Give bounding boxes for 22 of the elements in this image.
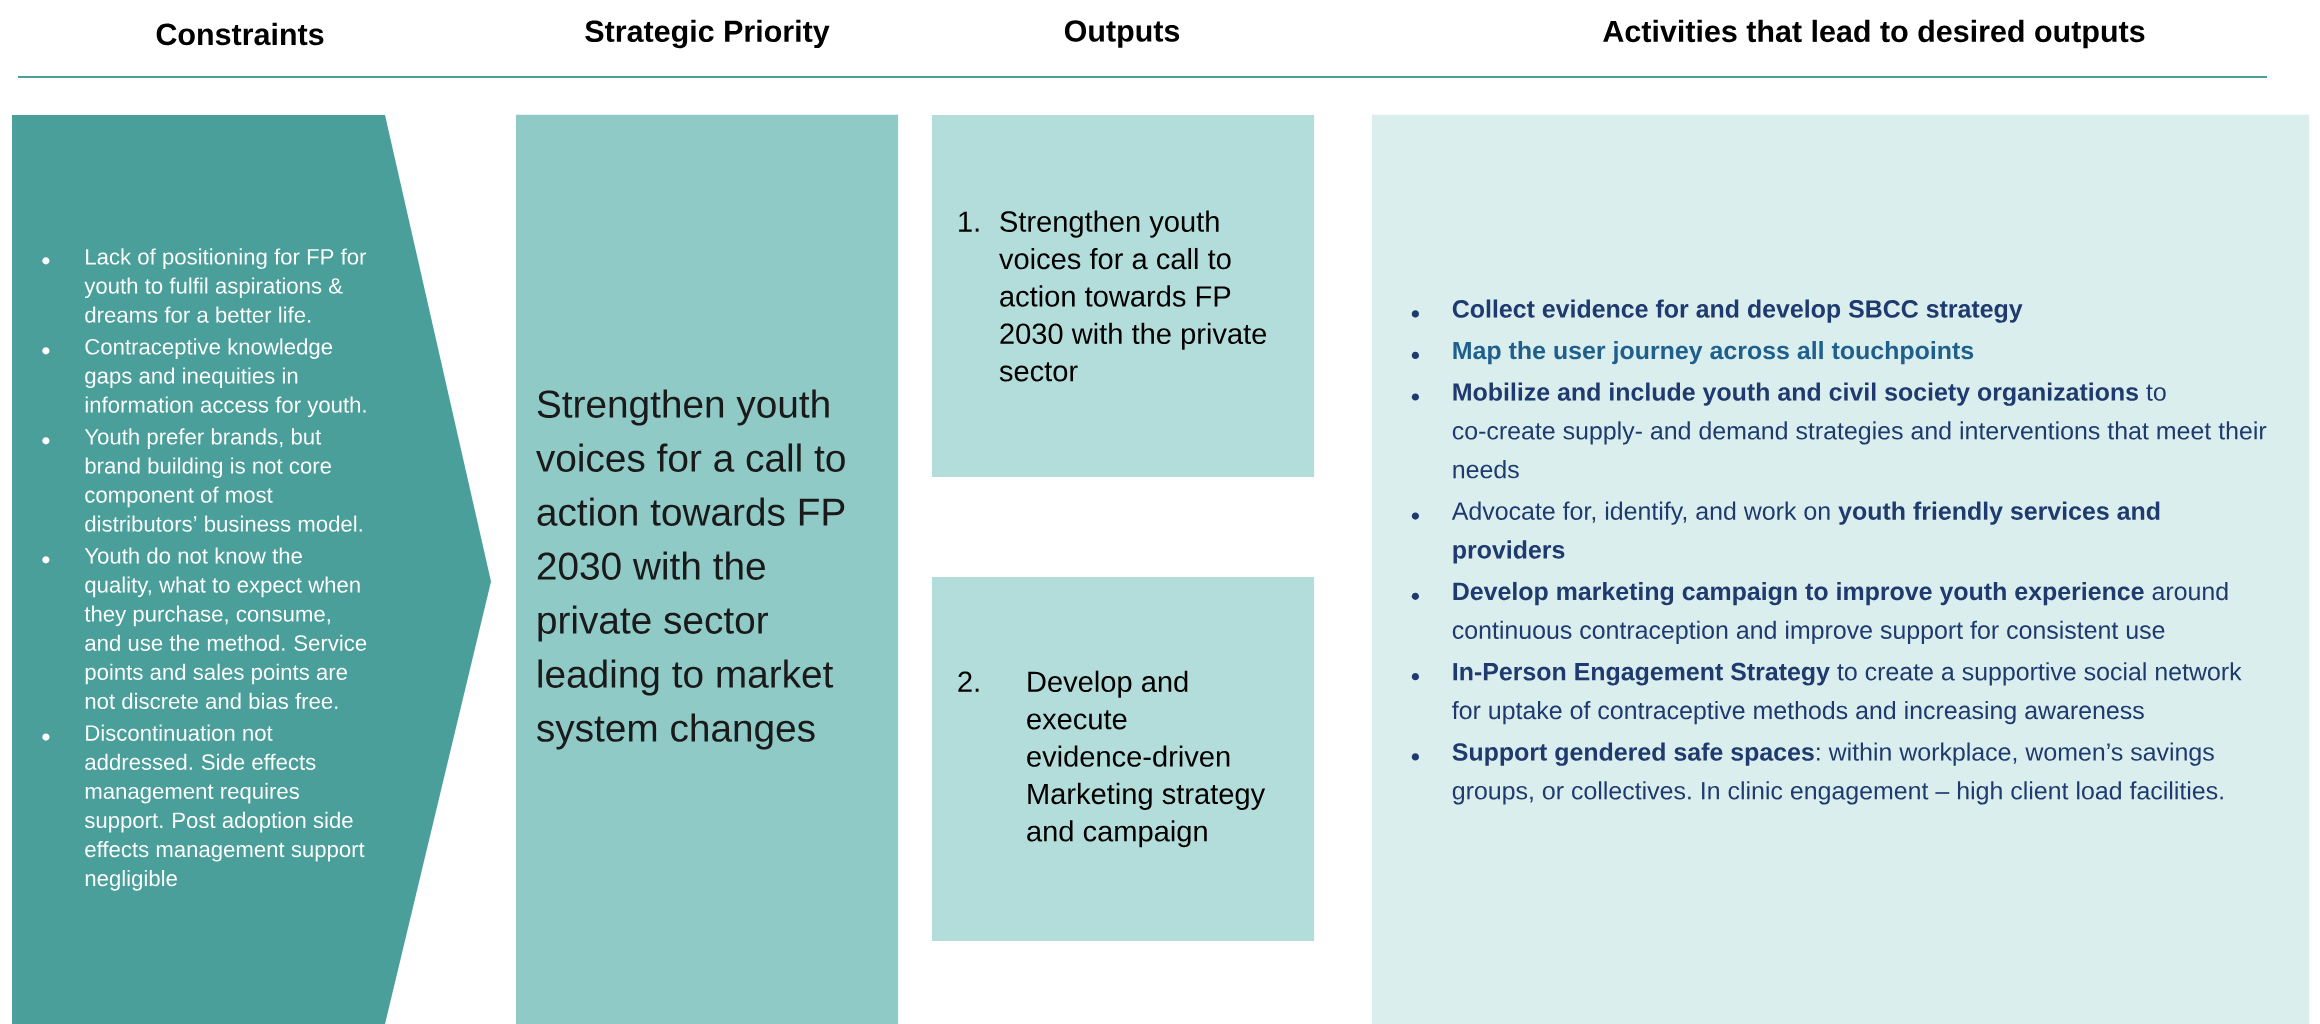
column-heading: Outputs	[1064, 20, 1180, 48]
bullet-item: Map the user journey across all touchpoints	[1453, 341, 1974, 365]
bullet-item: Support gendered safe spaces: within workplace, women’s savings groups, or collectives. In clinic engagement – high client load facilities.	[1452, 742, 2223, 805]
constraints-chevron	[12, 115, 491, 1024]
output-text: Strengthen youth voices for a call to action towards FP 2030 with the private sector	[999, 210, 1267, 382]
bullet-item: Collect evidence for and develop SBCC strategy	[1452, 299, 2023, 323]
column-heading: Constraints	[156, 22, 324, 46]
output-box	[931, 114, 1315, 478]
priority-box: Strengthen youth voices for a call to action towards FP 2030 with the private sector leading to market system changes	[515, 114, 899, 1024]
column-heading: Activities that lead to desired outputs	[1603, 19, 2145, 49]
bullet-item: Youth prefer brands, but brand building is not core component of most distributors’ business model.	[84, 428, 362, 532]
activities-panel	[1371, 114, 2310, 1024]
list-number: 1.	[959, 211, 979, 232]
list-number: 2.	[958, 671, 979, 692]
bullet-item: Discontinuation not addressed. Side effects management requires support. Post adoption side effects management support negligible	[84, 724, 365, 891]
output-box	[931, 576, 1315, 942]
bullet-item: Youth do not know the quality, what to expect when they purchase, consume, and use the method. Service points and sales points are not discrete and bias free.	[84, 547, 367, 710]
column-heading: Strategic Priority	[585, 19, 830, 49]
bullet-item: In-Person Engagement Strategy to create a supportive social network for uptake of contraceptive methods and increasing awareness	[1452, 662, 2242, 725]
output-text: Develop and execute evidence-driven Marketing strategy and campaign	[1027, 670, 1266, 848]
bullet-item: Contraceptive knowledge gaps and inequities in information access for youth.	[85, 338, 366, 418]
bullet-item: Lack of positioning for FP for youth to fulfil aspirations & dreams for a better life.	[84, 248, 367, 323]
